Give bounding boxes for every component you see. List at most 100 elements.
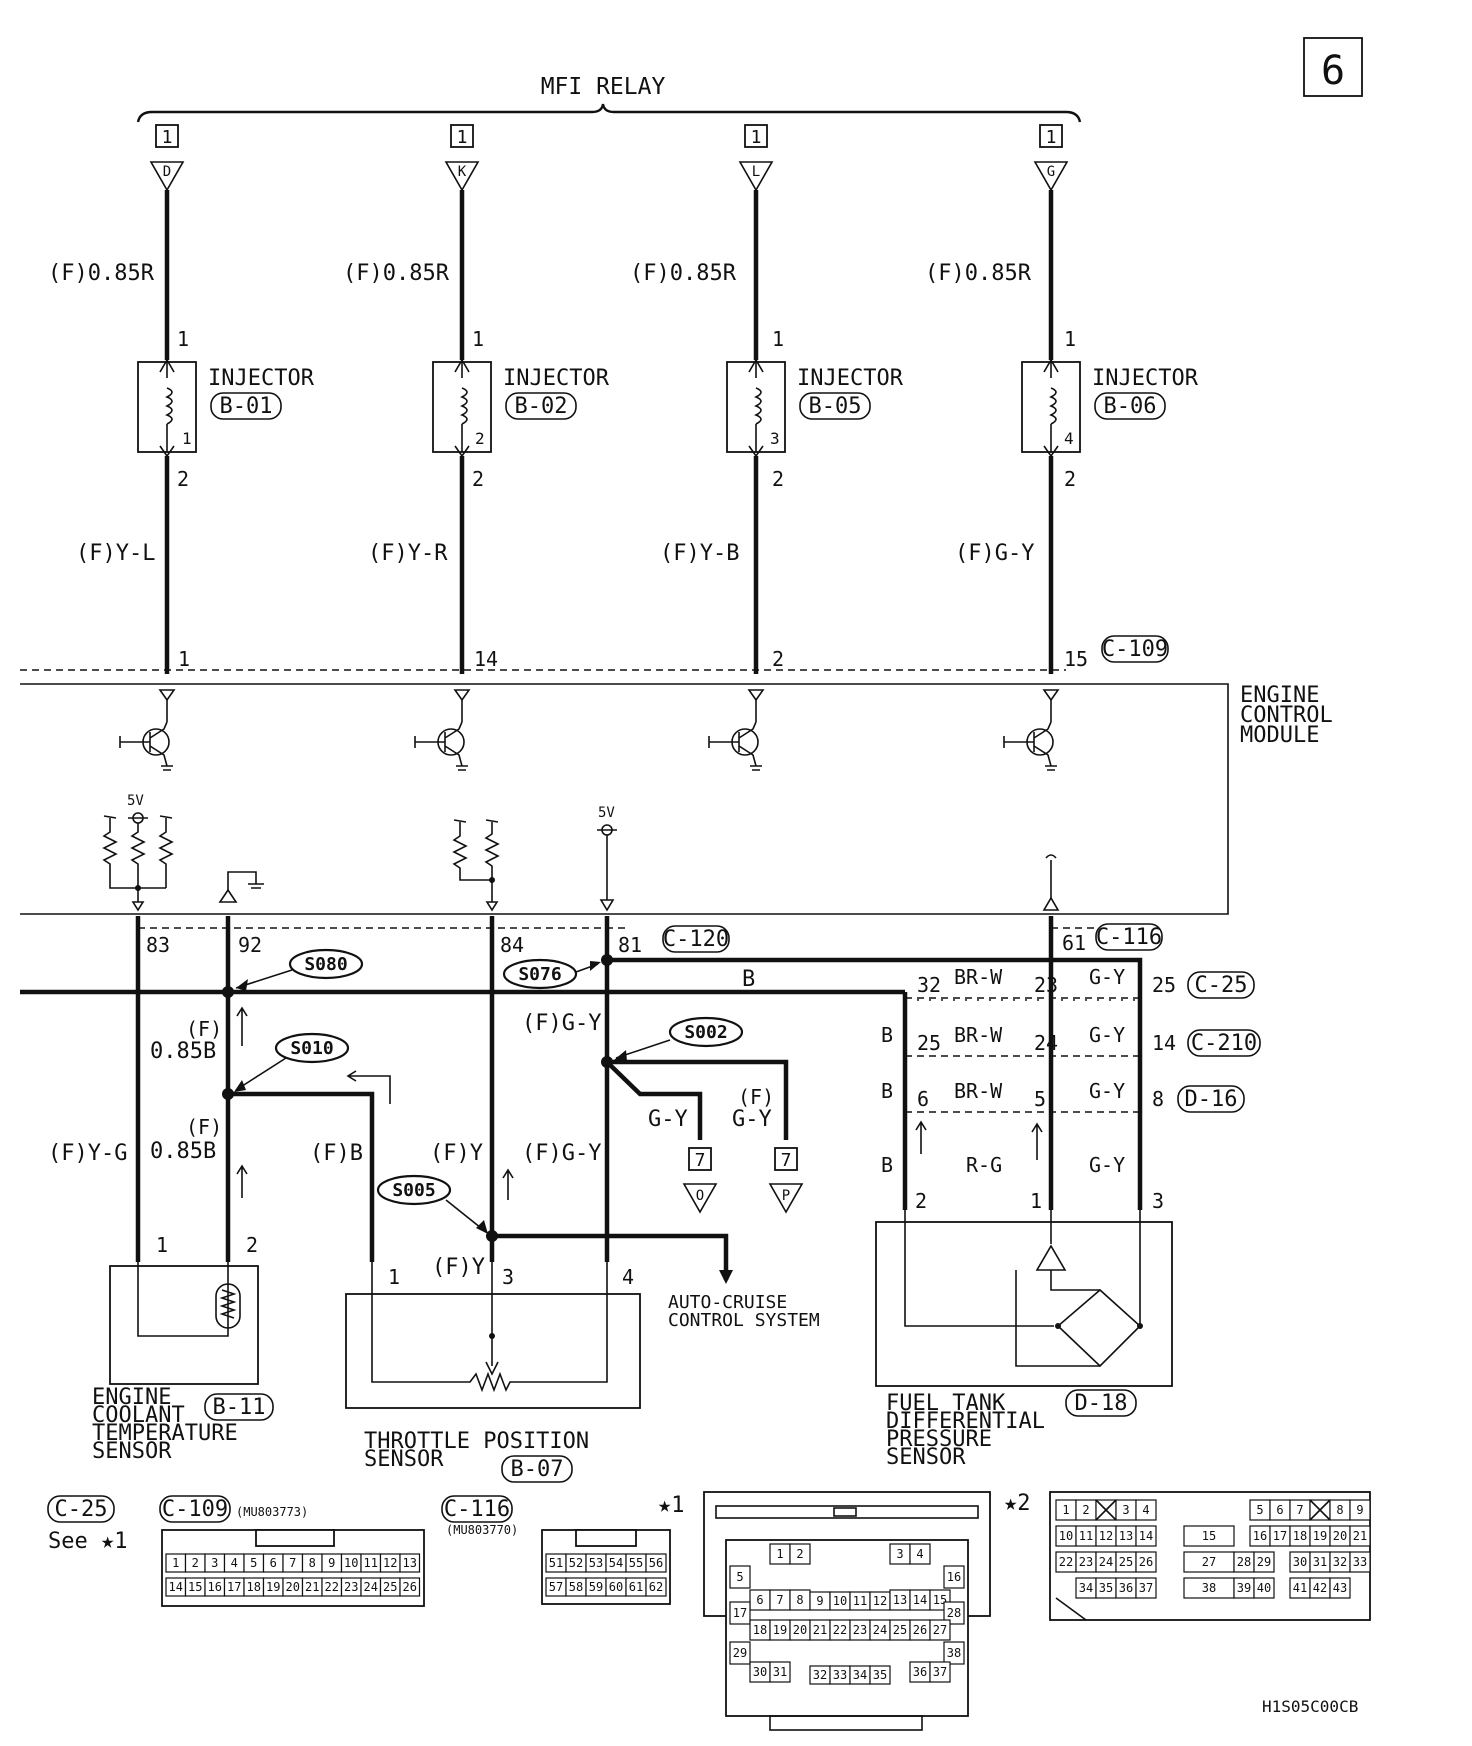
injector-pin-bottom: 2: [472, 467, 484, 491]
ecm-connector-c109: C-109: [1102, 637, 1168, 662]
wire-brw-row3: BR-W: [954, 1079, 1003, 1103]
current-arrow-icon: [236, 1164, 248, 1198]
relay-pin-label: 1: [751, 127, 762, 148]
c210-pin-mid: 24: [1034, 1031, 1058, 1055]
pin-12-label: 12: [383, 1556, 397, 1570]
star1-pin-7-label: 7: [776, 1593, 783, 1607]
star2-pin-17-label: 17: [1273, 1529, 1287, 1543]
star2-pin-29-label: 29: [1257, 1555, 1271, 1569]
transistor-driver-2: [414, 689, 471, 771]
d16-pin-left: 6: [917, 1087, 929, 1111]
wire-out-label: (F)Y-B: [660, 541, 739, 566]
star2-pin-14-label: 14: [1139, 1529, 1153, 1543]
pin-5-label: 5: [250, 1556, 257, 1570]
wire-brw-label: BR-W: [954, 965, 1003, 989]
splice-s080: S080: [235, 948, 364, 991]
c116-id: C-116: [444, 1497, 510, 1522]
star2-pin-43-cell: [1329, 1577, 1351, 1599]
ground-bus-label: B: [742, 967, 755, 992]
pin-17-label: 17: [227, 1580, 241, 1594]
splice-s010: S010: [234, 1032, 350, 1092]
pin-15-label: 15: [188, 1580, 202, 1594]
injector-column-4: 1 G (F)0.85R 1 4 INJECTOR B-06 2 (F)G-Y …: [925, 124, 1199, 674]
ground-icon: [227, 871, 264, 890]
pin-19-label: 19: [266, 1580, 280, 1594]
splice-s076: S076: [502, 958, 601, 990]
connector-view-c25-id: C-25: [55, 1497, 108, 1522]
svg-text:S010: S010: [290, 1038, 333, 1059]
star2-pin-14-cell: [1135, 1525, 1157, 1547]
to-page-p-number: 7: [781, 1150, 792, 1171]
pin-14-label: 14: [169, 1580, 183, 1594]
pin-9-label: 9: [328, 1556, 335, 1570]
arrow-down-icon: [719, 1270, 733, 1284]
injector-coil-icon: [460, 387, 468, 425]
mfi-relay-title: MFI RELAY: [541, 74, 666, 100]
current-arrow-icon: [915, 1120, 927, 1154]
injector-pin-top: 1: [472, 327, 484, 351]
wire-in-label: (F)0.85R: [343, 261, 450, 286]
star1-pin-34-label: 34: [853, 1668, 867, 1682]
wire-fb-label: (F)B: [310, 1141, 363, 1166]
star2-pin-30-label: 30: [1293, 1555, 1307, 1569]
wire-gy-row2: G-Y: [1089, 1023, 1125, 1047]
star1-pin-28-cell: [943, 1601, 965, 1625]
star1-pin-38-cell: [943, 1641, 965, 1665]
engine-coolant-temperature-sensor: 1 2 ENGINE COOLANT TEMPERATURE SENSOR B-…: [92, 1233, 274, 1464]
ect-label-2: COOLANT: [92, 1403, 185, 1428]
star2-pin-26-cell: [1135, 1551, 1157, 1573]
c25-pin-left: 32: [917, 973, 941, 997]
relay-terminal-letter: D: [163, 164, 171, 180]
tps-ground-wire: [228, 1091, 375, 1262]
diagram-code: H1S05C00CB: [1262, 1697, 1358, 1716]
pin-22-label: 22: [325, 1580, 339, 1594]
to-page-box-o: [688, 1147, 712, 1171]
injector-number: 1: [182, 429, 192, 448]
pin-25-label: 25: [383, 1580, 397, 1594]
injector-number: 4: [1064, 429, 1074, 448]
ect-label-4: SENSOR: [92, 1439, 172, 1464]
injector-connector: B-05: [809, 394, 862, 419]
pin-8-label: 8: [309, 1556, 316, 1570]
tps-5v-supply: 5V: [597, 805, 617, 912]
ground-icon: [161, 765, 173, 771]
star1-label: ★1: [658, 1493, 685, 1518]
mfi-relay-bracket: [136, 103, 1082, 123]
to-page-box-p: [774, 1147, 798, 1171]
star2-label: ★2: [1004, 1491, 1031, 1516]
relay-pin-box: [155, 124, 179, 148]
current-arrow-icon: [1031, 1122, 1043, 1160]
star2-pin-16-label: 16: [1253, 1529, 1267, 1543]
star1-pin-5-cell: [729, 1565, 751, 1589]
relay-pin-label: 1: [1046, 127, 1057, 148]
pin-62-label: 62: [649, 1580, 663, 1594]
wire-b-row4: B: [881, 1153, 893, 1177]
injector-pin-top: 1: [177, 327, 189, 351]
c25-pin-mid: 23: [1034, 973, 1058, 997]
relay-terminal-letter: L: [752, 164, 760, 180]
star2-pin-26-label: 26: [1139, 1555, 1153, 1569]
pin-6-label: 6: [270, 1556, 277, 1570]
star1-pin-28-label: 28: [947, 1606, 961, 1620]
star1-pin-5-label: 5: [736, 1570, 743, 1584]
star1-pin-30-label: 30: [753, 1665, 767, 1679]
blank-cavity-icon: [1309, 1499, 1331, 1521]
star2-pin-10-label: 10: [1059, 1529, 1073, 1543]
relay-terminal-triangle: [149, 161, 185, 192]
ecm-pin-label: 14: [474, 647, 498, 671]
fuel-tank-differential-pressure-sensor: FUEL TANK DIFFERENTIAL PRESSURE SENSOR D…: [875, 1210, 1173, 1470]
injector-connector: B-06: [1104, 394, 1157, 419]
injector-label: INJECTOR: [797, 366, 904, 391]
branch-p-wire: [607, 1059, 789, 1140]
star2-pin-22-label: 22: [1059, 1555, 1073, 1569]
star2-pin-9-label: 9: [1356, 1503, 1363, 1517]
star1-pin-13-label: 13: [893, 1593, 907, 1607]
ftdp-connector: D-18: [1075, 1391, 1128, 1416]
ect-connector: B-11: [213, 1395, 266, 1420]
star2-pin-11-label: 11: [1079, 1529, 1093, 1543]
star2-pin-33-cell: [1349, 1551, 1371, 1573]
star2-pin-21-label: 21: [1353, 1529, 1367, 1543]
tps-connector: B-07: [511, 1457, 564, 1482]
d16-pin-right: 8: [1152, 1087, 1164, 1111]
injector-coil-icon: [1049, 387, 1057, 425]
